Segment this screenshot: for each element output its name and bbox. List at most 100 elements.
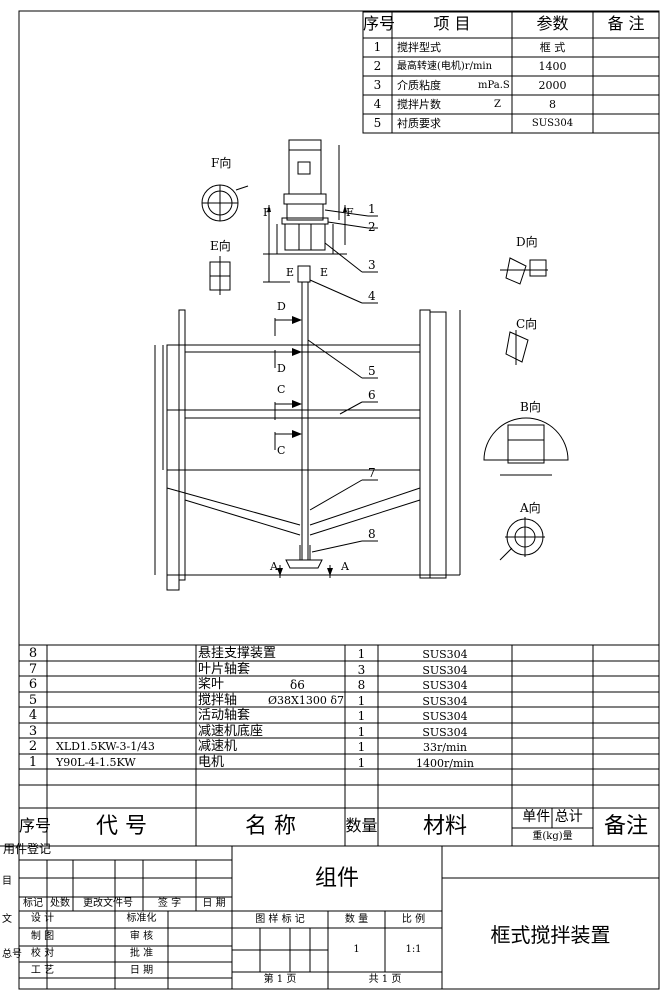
role-label: 批 准	[129, 948, 154, 959]
rev-header: 日 期	[202, 898, 226, 909]
bom-material: SUS304	[422, 648, 468, 661]
bom-grid	[19, 644, 659, 847]
bom-material: 1400r/min	[416, 757, 474, 770]
bom-material: 33r/min	[423, 741, 467, 754]
param-row-item: 搅拌片数	[397, 98, 441, 111]
role-label: 日 期	[129, 965, 154, 976]
assembly-label: 组件	[314, 866, 359, 891]
param-row-item: 衬质要求	[397, 117, 441, 130]
param-row-item: 介质粘度	[397, 79, 441, 92]
section-mark-a: A	[270, 560, 278, 573]
rev-header: 签 字	[157, 898, 182, 909]
section-mark-c: C	[277, 383, 286, 396]
view-b-detail	[483, 417, 569, 476]
drawing-title: 框式搅拌装置	[490, 923, 611, 947]
section-mark-f: F	[346, 206, 354, 219]
leader-label: 6	[368, 388, 376, 402]
param-row-value: 1400	[538, 60, 567, 73]
bom-material: SUS304	[422, 695, 468, 708]
param-row-value: 2000	[538, 79, 567, 92]
bom-material: SUS304	[422, 664, 468, 677]
bom-header-seq: 序号	[19, 816, 52, 835]
view-d-detail	[500, 257, 548, 285]
param-row-seq: 4	[373, 97, 382, 111]
leader-label: 4	[368, 289, 376, 303]
section-mark-d: D	[277, 300, 286, 313]
param-header-remark: 备 注	[607, 14, 645, 33]
bom-material: SUS304	[422, 679, 468, 692]
arrowheads	[267, 205, 347, 576]
bom-name: 叶片轴套	[198, 662, 251, 677]
role-label: 设 计	[30, 913, 55, 924]
left-margin-text: 总号	[2, 949, 22, 960]
leader-label: 7	[368, 466, 376, 480]
param-row-seq: 3	[373, 78, 382, 92]
view-a-detail	[499, 517, 545, 561]
bom-seq: 7	[28, 662, 38, 677]
bom-name: 电机	[198, 755, 225, 770]
bom-spec: Ø38X1300 δ7	[268, 694, 344, 707]
param-row-value: 8	[549, 98, 556, 111]
leader-label: 3	[368, 258, 376, 272]
role-label: 制 图	[30, 931, 55, 942]
view-label-e: E向	[210, 239, 231, 253]
section-mark-f: F	[263, 206, 271, 219]
total-pages: 共 1 页	[368, 974, 402, 985]
bom-seq: 5	[28, 693, 38, 708]
rev-header: 更改文件号	[83, 898, 133, 909]
sheet-border	[18, 10, 660, 990]
bom-material: SUS304	[422, 726, 468, 739]
bom-name: 搅拌轴	[198, 693, 238, 708]
bom-name: 减速机	[198, 739, 238, 754]
title-block-grid	[0, 845, 659, 989]
usage-registration: 用件登记	[3, 842, 52, 856]
rev-header: 处数	[50, 898, 70, 909]
bom-qty: 3	[357, 663, 366, 677]
bom-qty: 1	[357, 756, 366, 770]
bom-seq: 3	[28, 724, 38, 739]
bom-name: 减速机底座	[198, 724, 264, 739]
leader-label: 1	[368, 202, 376, 216]
leader-label: 8	[368, 527, 376, 541]
view-label-a: A向	[520, 501, 541, 515]
view-label-d: D向	[516, 235, 538, 249]
param-header-seq: 序号	[363, 14, 396, 33]
bom-header-code: 代 号	[96, 814, 147, 839]
bom-header-material: 材料	[422, 814, 467, 839]
view-e-detail	[209, 256, 231, 295]
reducer-base	[284, 223, 326, 251]
assembly-drawing	[154, 139, 461, 591]
bom-material: SUS304	[422, 710, 468, 723]
section-mark-d: D	[277, 362, 286, 375]
bom-code: Y90L-4-1.5KW	[56, 756, 136, 769]
view-label-f: F向	[211, 156, 232, 170]
rev-header: 标记	[23, 898, 43, 909]
role-label: 标准化	[126, 913, 157, 924]
frame-left	[178, 309, 186, 581]
section-mark-e: E	[320, 266, 329, 279]
param-row-seq: 1	[373, 40, 382, 54]
view-label-b: B向	[520, 400, 541, 414]
reducer	[286, 203, 324, 221]
leader-label: 2	[368, 220, 376, 234]
bom-seq: 2	[28, 739, 38, 754]
role-label: 校 对	[30, 948, 55, 959]
param-row-value: SUS304	[531, 118, 574, 129]
bom-header-weight: 重(kg)量	[532, 831, 573, 842]
bom-header-qty: 数量	[345, 816, 378, 835]
role-label: 审 核	[129, 931, 154, 942]
param-header-item: 项 目	[433, 14, 471, 33]
page-number: 第 1 页	[263, 974, 297, 985]
param-row-value: 框 式	[539, 41, 566, 54]
param-row-item: 搅拌型式	[397, 41, 441, 54]
bom-qty: 1	[357, 725, 366, 739]
bom-code: XLD1.5KW-3-1/43	[56, 740, 155, 753]
bom-seq: 4	[28, 708, 38, 723]
bom-seq: 8	[28, 646, 38, 661]
bom-spec: δ6	[290, 678, 305, 692]
param-row-item: 最高转速(电机)r/min	[397, 61, 493, 72]
leader-label: 5	[368, 364, 376, 378]
bom-seq: 1	[28, 755, 38, 770]
view-label-c: C向	[516, 317, 538, 331]
